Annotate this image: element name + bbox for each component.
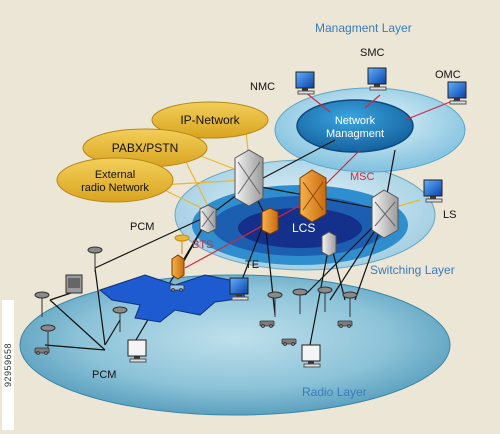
image-id-tag: 92959658 <box>2 300 14 430</box>
bts-label: BTS <box>192 239 213 251</box>
antennas <box>34 234 358 350</box>
switching-layer-label: Switching Layer <box>370 263 455 277</box>
omc-computer-icon <box>447 81 467 105</box>
lcs-switch <box>261 207 279 235</box>
radio-computer-icon <box>229 277 249 301</box>
antenna-icon <box>34 291 50 317</box>
external-radio-label-line1: External <box>95 169 135 181</box>
car-icon <box>337 320 353 328</box>
lcs-label: LCS <box>292 221 315 235</box>
radio-floor-plan <box>98 274 246 323</box>
omc-label: OMC <box>435 69 461 81</box>
ls-label: LS <box>443 209 456 221</box>
external-radio-label-line2: radio Network <box>81 182 149 194</box>
antenna-icon <box>342 291 358 317</box>
management-layer-label: Managment Layer <box>315 21 412 35</box>
car-icon <box>34 347 50 355</box>
network-management-label-line1: Network <box>335 115 376 127</box>
ip-network-oval <box>151 101 269 139</box>
switch-right <box>371 189 399 239</box>
bts-unit <box>171 254 185 280</box>
antenna-icon <box>112 306 128 332</box>
network-management-label-line2: Managment <box>326 128 384 140</box>
car-icon <box>281 338 297 346</box>
msc-label: MSC <box>350 171 375 183</box>
switch-left <box>199 204 217 234</box>
pcm-top-label: PCM <box>130 221 154 233</box>
nmc-label: NMC <box>250 81 275 93</box>
antenna-icon <box>174 234 190 254</box>
pabx-pstn-label: PABX/PSTN <box>112 141 178 155</box>
antenna-icon <box>267 291 283 317</box>
nmc-computer-icon <box>295 71 315 95</box>
antenna-icon <box>317 286 333 312</box>
car-icon <box>169 284 185 292</box>
external-radio-oval <box>56 157 174 203</box>
switches <box>171 149 399 280</box>
smc-label: SMC <box>360 47 385 59</box>
antenna-icon <box>40 324 56 350</box>
switch-top <box>234 149 264 207</box>
vehicles <box>34 284 353 355</box>
car-icon <box>259 320 275 328</box>
msc-switch <box>299 169 327 223</box>
external-networks <box>56 101 269 203</box>
radio-layer-label: Radio Layer <box>302 385 367 399</box>
pcm-bottom-label: PCM <box>92 369 116 381</box>
labels: Managment Layer SMC NMC OMC Network Mana… <box>81 21 461 399</box>
te-label: TE <box>245 259 259 271</box>
computers <box>65 67 467 368</box>
pcm-computer-icon <box>127 339 147 363</box>
ip-network-label: IP-Network <box>180 113 240 127</box>
network-management-node <box>296 99 414 153</box>
antenna-icon <box>87 246 103 272</box>
smc-computer-icon <box>367 67 387 91</box>
server-icon <box>65 274 83 294</box>
switch-te <box>321 231 337 257</box>
antenna-icon <box>292 288 308 314</box>
ls-computer-icon <box>423 179 443 203</box>
radio-terminal-icon <box>301 344 321 368</box>
